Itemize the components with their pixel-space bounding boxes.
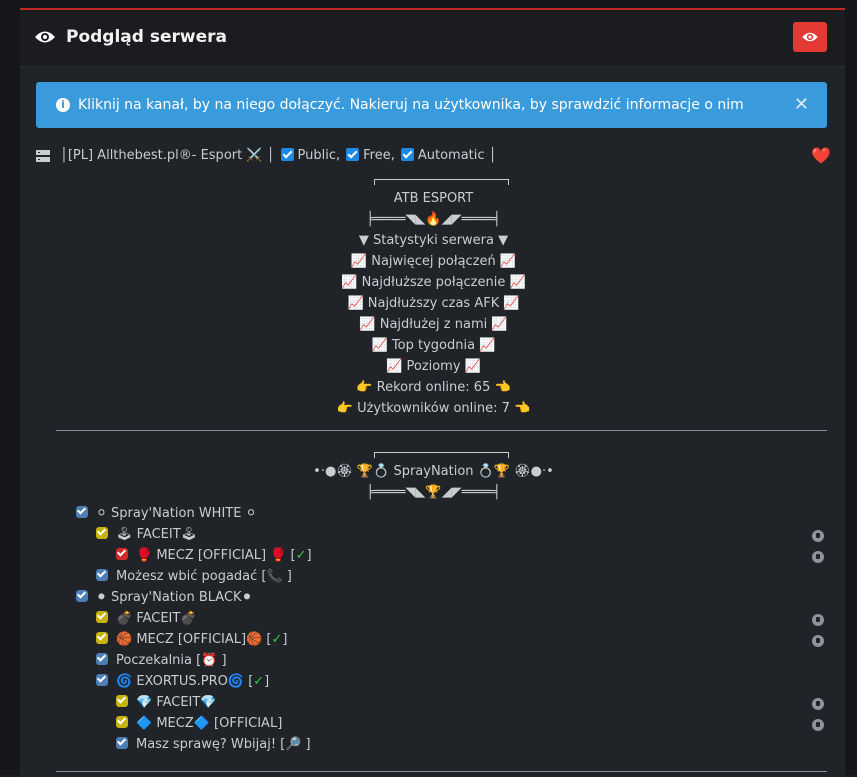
check-mark-icon: ✓: [271, 632, 283, 647]
checkbox-icon: [400, 148, 414, 161]
channel-icon: [96, 611, 108, 623]
channel-icon: [96, 632, 108, 644]
lock-icon: [812, 614, 824, 626]
channel-label: 🏀 MECZ [OFFICIAL]🏀 [: [116, 632, 272, 647]
eye-icon: [802, 32, 818, 42]
stat-line[interactable]: 📈 Poziomy 📈: [386, 359, 481, 374]
info-icon: i: [56, 98, 70, 112]
banner-title[interactable]: •·●🏵 🏆💍 SprayNation 💍🏆 🏵●·•: [313, 464, 554, 479]
check-mark-icon: ✓: [295, 548, 307, 563]
channel-item[interactable]: ⚫ Spray'Nation BLACK⚫: [76, 590, 252, 605]
stat-line[interactable]: 📈 Najdłuższe połączenie 📈: [341, 275, 526, 290]
channel-label: Masz sprawę? Wbijaj! [🔎 ]: [136, 737, 311, 752]
channel-label: 🕹 FACEIT🕹: [116, 527, 198, 542]
channel-label: Poczekalnia [⏰ ]: [116, 653, 227, 668]
stat-line[interactable]: ▼ Statystyki serwera ▼: [358, 233, 509, 248]
server-name: │[PL] Allthebest.pl®- Esport ⚔️ │ Public,…: [60, 148, 496, 163]
channel-icon: [76, 506, 88, 518]
stat-line[interactable]: 📈 Najdłużej z nami 📈: [359, 317, 508, 332]
heart-icon[interactable]: ❤️: [811, 146, 831, 165]
channel-item[interactable]: 🔷 MECZ🔷 [OFFICIAL]: [116, 716, 282, 731]
lock-icon: [812, 698, 824, 710]
channel-icon: [116, 716, 128, 728]
section-divider: [56, 771, 827, 772]
stat-line[interactable]: 📈 Najdłuższy czas AFK 📈: [347, 296, 520, 311]
lock-icon: [812, 635, 824, 647]
server-title: │[PL] Allthebest.pl®- Esport ⚔️ │: [60, 148, 275, 163]
channel-item[interactable]: 🏀 MECZ [OFFICIAL]🏀 [✓]: [96, 632, 287, 647]
channel-icon: [96, 653, 108, 665]
server-preview-panel: Podgląd serwera i Kliknij na kanał, by n…: [20, 8, 845, 777]
banner-divider[interactable]: ╞════◥◣🏆◢◤════╡: [366, 485, 501, 500]
panel-header: Podgląd serwera: [20, 10, 845, 67]
stat-line[interactable]: 👉 Użytkowników online: 7 👈: [336, 401, 531, 416]
channel-label: ⚫ Spray'Nation BLACK⚫: [96, 590, 253, 605]
channel-label: 🥊 MECZ [OFFICIAL] 🥊 [: [136, 548, 296, 563]
close-alert-button[interactable]: ✕: [793, 94, 809, 115]
channel-item[interactable]: 💣 FACEIT💣: [96, 611, 197, 626]
eye-icon: [35, 31, 55, 43]
server-row[interactable]: │[PL] Allthebest.pl®- Esport ⚔️ │ Public,…: [36, 146, 831, 168]
channel-label-end: ]: [264, 674, 270, 689]
channel-item[interactable]: 🌀 EXORTUS.PRO🌀 [✓]: [96, 674, 269, 689]
stat-line[interactable]: 📈 Najwięcej połączeń 📈: [350, 254, 517, 269]
info-alert: i Kliknij na kanał, by na niego dołączyć…: [36, 82, 827, 128]
channel-label: 💎 FACEIT💎: [136, 695, 217, 710]
lock-icon: [812, 530, 824, 542]
banner-title[interactable]: ATB ESPORT: [393, 191, 474, 206]
banner-bracket: [374, 452, 509, 458]
channel-icon: [116, 695, 128, 707]
checkbox-icon: [346, 148, 360, 161]
channel-icon: [116, 548, 128, 560]
banner-divider[interactable]: ╞════◥◣🔥◢◤════╡: [366, 212, 501, 227]
channel-icon: [96, 527, 108, 539]
channel-icon: [96, 569, 108, 581]
channel-label: Możesz wbić pogadać [📞 ]: [116, 569, 292, 584]
server-end-bar: │: [488, 148, 497, 163]
channel-item[interactable]: ⚪ Spray'Nation WHITE ⚪: [76, 506, 256, 521]
stat-line[interactable]: 📈 Top tygodnia 📈: [371, 338, 496, 353]
channel-icon: [96, 674, 108, 686]
channel-icon: [116, 737, 128, 749]
section-divider: [56, 430, 827, 431]
channel-label: 🔷 MECZ🔷 [OFFICIAL]: [136, 716, 283, 731]
stat-line[interactable]: 👉 Rekord online: 65 👈: [356, 380, 511, 395]
channel-item[interactable]: Poczekalnia [⏰ ]: [96, 653, 227, 668]
channel-label-end: ]: [282, 632, 288, 647]
channel-icon: [76, 590, 88, 602]
server-flag-free: Free,: [363, 148, 395, 163]
channel-item[interactable]: Możesz wbić pogadać [📞 ]: [96, 569, 292, 584]
channel-label-end: ]: [306, 548, 312, 563]
server-flag-automatic: Automatic: [417, 148, 485, 163]
checkbox-icon: [280, 148, 294, 161]
alert-message: Kliknij na kanał, by na niego dołączyć. …: [78, 97, 744, 113]
server-flag-public: Public,: [297, 148, 341, 163]
channel-label: ⚪ Spray'Nation WHITE ⚪: [96, 506, 257, 521]
banner-bracket: [374, 179, 509, 185]
toggle-preview-button[interactable]: [793, 22, 827, 52]
page-title: Podgląd serwera: [66, 27, 227, 47]
channel-item[interactable]: 🥊 MECZ [OFFICIAL] 🥊 [✓]: [116, 548, 312, 563]
channel-label: 💣 FACEIT💣: [116, 611, 197, 626]
server-icon: [36, 150, 50, 162]
channel-item[interactable]: Masz sprawę? Wbijaj! [🔎 ]: [116, 737, 311, 752]
check-mark-icon: ✓: [253, 674, 265, 689]
channel-label: 🌀 EXORTUS.PRO🌀 [: [116, 674, 254, 689]
lock-icon: [812, 719, 824, 731]
channel-item[interactable]: 🕹 FACEIT🕹: [96, 527, 197, 542]
channel-item[interactable]: 💎 FACEIT💎: [116, 695, 217, 710]
lock-icon: [812, 551, 824, 563]
